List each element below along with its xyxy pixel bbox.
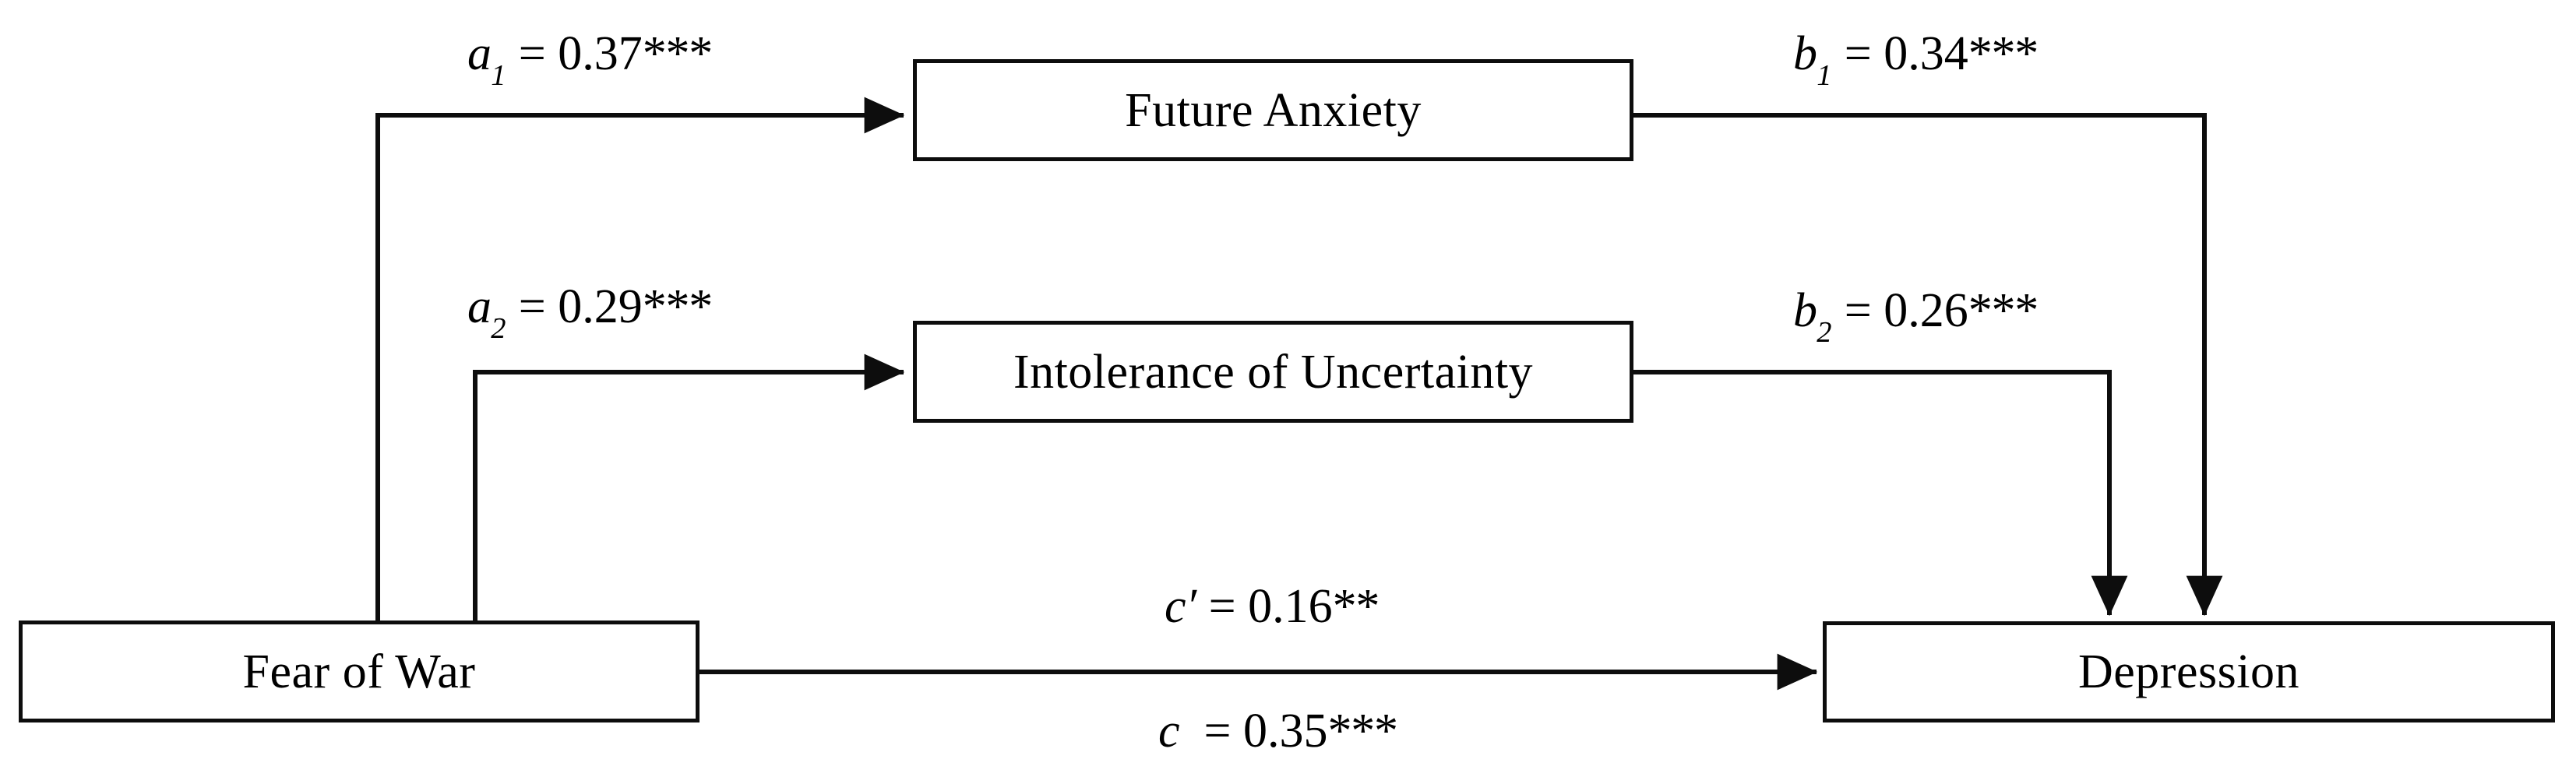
path-a2-coefficient: a [467, 280, 492, 333]
path-label-a2: a2 = 0.29*** [467, 280, 714, 343]
path-c-total-coefficient: c [1158, 705, 1180, 758]
node-fear-of-war[interactable]: Fear of War [19, 621, 700, 722]
node-future-anxiety[interactable]: Future Anxiety [913, 59, 1633, 161]
path-a1-equals: = [506, 27, 559, 80]
path-a2-connector [473, 353, 905, 621]
node-future-anxiety-label: Future Anxiety [1125, 83, 1422, 137]
path-b2-significance: *** [1968, 284, 2039, 337]
path-label-b2: b2 = 0.26*** [1793, 284, 2039, 347]
path-c-prime-equals: = [1196, 580, 1249, 633]
node-depression[interactable]: Depression [1823, 621, 2555, 722]
path-b1-coefficient: b [1793, 27, 1817, 80]
node-intolerance-of-uncertainty[interactable]: Intolerance of Uncertainty [913, 321, 1633, 423]
path-c-prime-mark: ′ [1186, 580, 1197, 633]
path-a2-subscript: 2 [491, 311, 506, 345]
path-b2-subscript: 2 [1817, 315, 1832, 349]
path-b2-connector [1633, 370, 2128, 617]
path-b2-coefficient: b [1793, 284, 1817, 337]
path-label-c-total: c = 0.35*** [1158, 705, 1399, 758]
node-intolerance-of-uncertainty-label: Intolerance of Uncertainty [1013, 345, 1534, 399]
path-b1-value: 0.34 [1884, 27, 1968, 80]
path-c-total-significance: *** [1327, 705, 1399, 758]
path-b2-equals: = [1832, 284, 1884, 337]
path-b1-connector [1633, 113, 2223, 617]
path-c-prime-value: 0.16 [1248, 580, 1333, 633]
path-c-prime-coefficient: c [1165, 580, 1186, 633]
path-label-a1: a1 = 0.37*** [467, 27, 714, 90]
path-c-total-value: 0.35 [1243, 705, 1328, 758]
path-a2-equals: = [506, 280, 559, 333]
node-fear-of-war-label: Fear of War [242, 645, 476, 698]
path-a1-value: 0.37 [558, 27, 643, 80]
path-b2-value: 0.26 [1884, 284, 1968, 337]
path-c-prime-significance: ** [1332, 580, 1380, 633]
path-a2-significance: *** [642, 280, 714, 333]
path-c-total-equals: = [1179, 705, 1243, 758]
path-a1-coefficient: a [467, 27, 492, 80]
path-a1-connector [375, 97, 905, 621]
path-label-c-prime: c′ = 0.16** [1165, 580, 1380, 633]
path-b1-subscript: 1 [1817, 58, 1832, 92]
path-a1-significance: *** [642, 27, 714, 80]
path-a2-value: 0.29 [558, 280, 643, 333]
path-a1-subscript: 1 [491, 58, 506, 92]
path-b1-equals: = [1832, 27, 1884, 80]
path-label-b1: b1 = 0.34*** [1793, 27, 2039, 90]
node-depression-label: Depression [2078, 645, 2299, 698]
path-b1-significance: *** [1968, 27, 2039, 80]
